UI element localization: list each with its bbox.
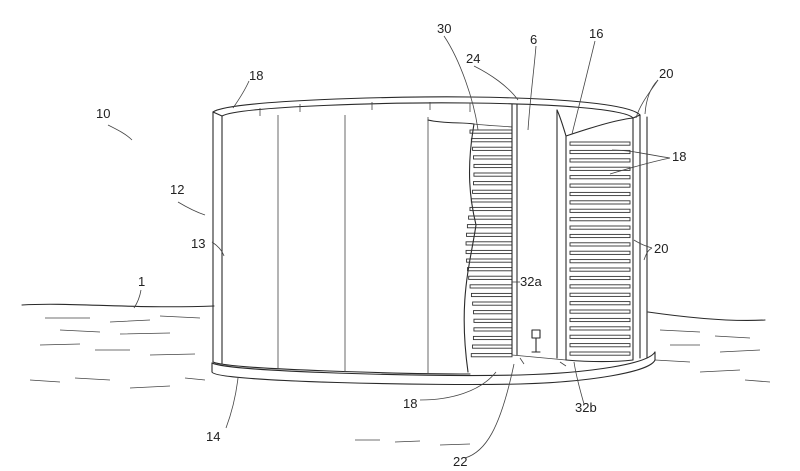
rib-left <box>472 146 513 151</box>
label-22: 22 <box>453 454 467 469</box>
ground-lines <box>21 303 771 446</box>
label-14: 14 <box>206 429 220 444</box>
rib-left <box>467 267 513 272</box>
label-32a: 32a <box>520 274 542 289</box>
rib-right <box>569 149 631 155</box>
rib-right <box>569 183 631 188</box>
label-18-bottom: 18 <box>403 396 417 411</box>
rib-left <box>470 353 513 358</box>
interior-ribs-right <box>569 141 631 356</box>
rib-right <box>569 166 631 171</box>
rib-right <box>569 275 631 281</box>
rib-left <box>473 163 513 169</box>
rib-right <box>569 317 631 323</box>
rib-left <box>468 275 513 280</box>
rib-right <box>569 233 631 239</box>
rib-right <box>569 284 631 289</box>
rib-left <box>472 301 513 306</box>
label-20-top: 20 <box>659 66 673 81</box>
rib-right <box>569 175 631 180</box>
rib-left <box>473 181 513 186</box>
rib-left <box>470 198 513 203</box>
rib-left <box>470 292 513 298</box>
rib-left <box>472 344 513 349</box>
rib-right <box>569 351 631 356</box>
rib-right <box>569 259 631 264</box>
rib-right <box>569 343 631 348</box>
label-6: 6 <box>530 32 537 47</box>
rib-left <box>473 155 513 160</box>
rib-right <box>569 301 631 306</box>
rib-left <box>473 172 513 177</box>
rib-left <box>466 224 513 229</box>
rib-right <box>569 217 631 222</box>
label-10: 10 <box>96 106 110 121</box>
rib-right <box>569 292 631 297</box>
rib-right <box>569 309 631 314</box>
rib-right <box>569 225 631 230</box>
rib-right <box>569 200 631 205</box>
label-30: 30 <box>437 21 451 36</box>
label-16: 16 <box>589 26 603 41</box>
label-24: 24 <box>466 51 480 66</box>
leader-lines <box>107 35 671 459</box>
rib-right <box>569 334 631 339</box>
rib-left <box>473 318 513 323</box>
rib-left <box>472 335 513 341</box>
rib-left <box>473 310 513 315</box>
rib-right <box>569 250 631 255</box>
rib-right <box>569 267 631 272</box>
reference-labels: 10 12 13 1 18 30 24 6 16 20 18 20 32a 18… <box>96 21 686 469</box>
label-12: 12 <box>170 182 184 197</box>
label-1: 1 <box>138 274 145 289</box>
access-opening <box>511 103 567 367</box>
right-panel <box>565 114 648 363</box>
rib-left <box>470 138 513 143</box>
label-13: 13 <box>191 236 205 251</box>
interior-ribs-left <box>465 129 513 358</box>
rib-left <box>473 327 513 332</box>
rib-left <box>469 129 513 134</box>
label-18-top: 18 <box>249 68 263 83</box>
rib-right <box>569 208 631 213</box>
rib-right <box>569 158 631 163</box>
rib-left <box>465 249 513 255</box>
label-32b: 32b <box>575 400 597 415</box>
rib-right <box>569 141 631 146</box>
rib-right <box>569 242 631 247</box>
rib-right <box>569 191 631 197</box>
rib-left <box>466 258 513 263</box>
rib-right <box>569 326 631 331</box>
label-18-right: 18 <box>672 149 686 164</box>
base-plate <box>211 351 656 386</box>
tank-wall <box>212 96 641 375</box>
rib-left <box>472 189 513 194</box>
rib-left <box>466 232 513 237</box>
rib-left <box>469 206 513 212</box>
rib-left <box>469 284 513 289</box>
label-20-mid: 20 <box>654 241 668 256</box>
